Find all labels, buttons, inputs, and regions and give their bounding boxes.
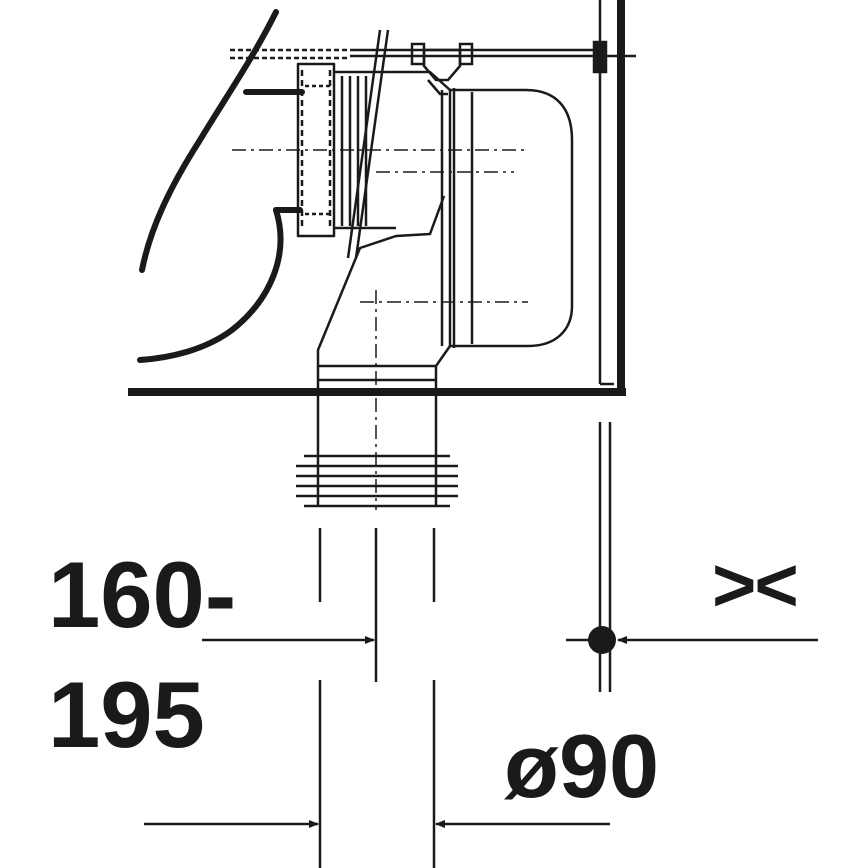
pan-connector: [296, 29, 574, 368]
toilet-bowl-outline: [137, 9, 305, 363]
dimension-range-upper: 160-: [48, 542, 237, 647]
wall-reference-point: [588, 626, 616, 654]
center-lines: [232, 149, 528, 510]
dimension-arrows: [144, 636, 818, 828]
outlet-pipe: [296, 366, 458, 508]
dimension-range-lower: 195: [48, 662, 205, 767]
fixing-bracket: [230, 40, 636, 82]
pipe-diameter-label: ø90: [504, 717, 660, 817]
angle-symbol: ><: [712, 543, 799, 628]
